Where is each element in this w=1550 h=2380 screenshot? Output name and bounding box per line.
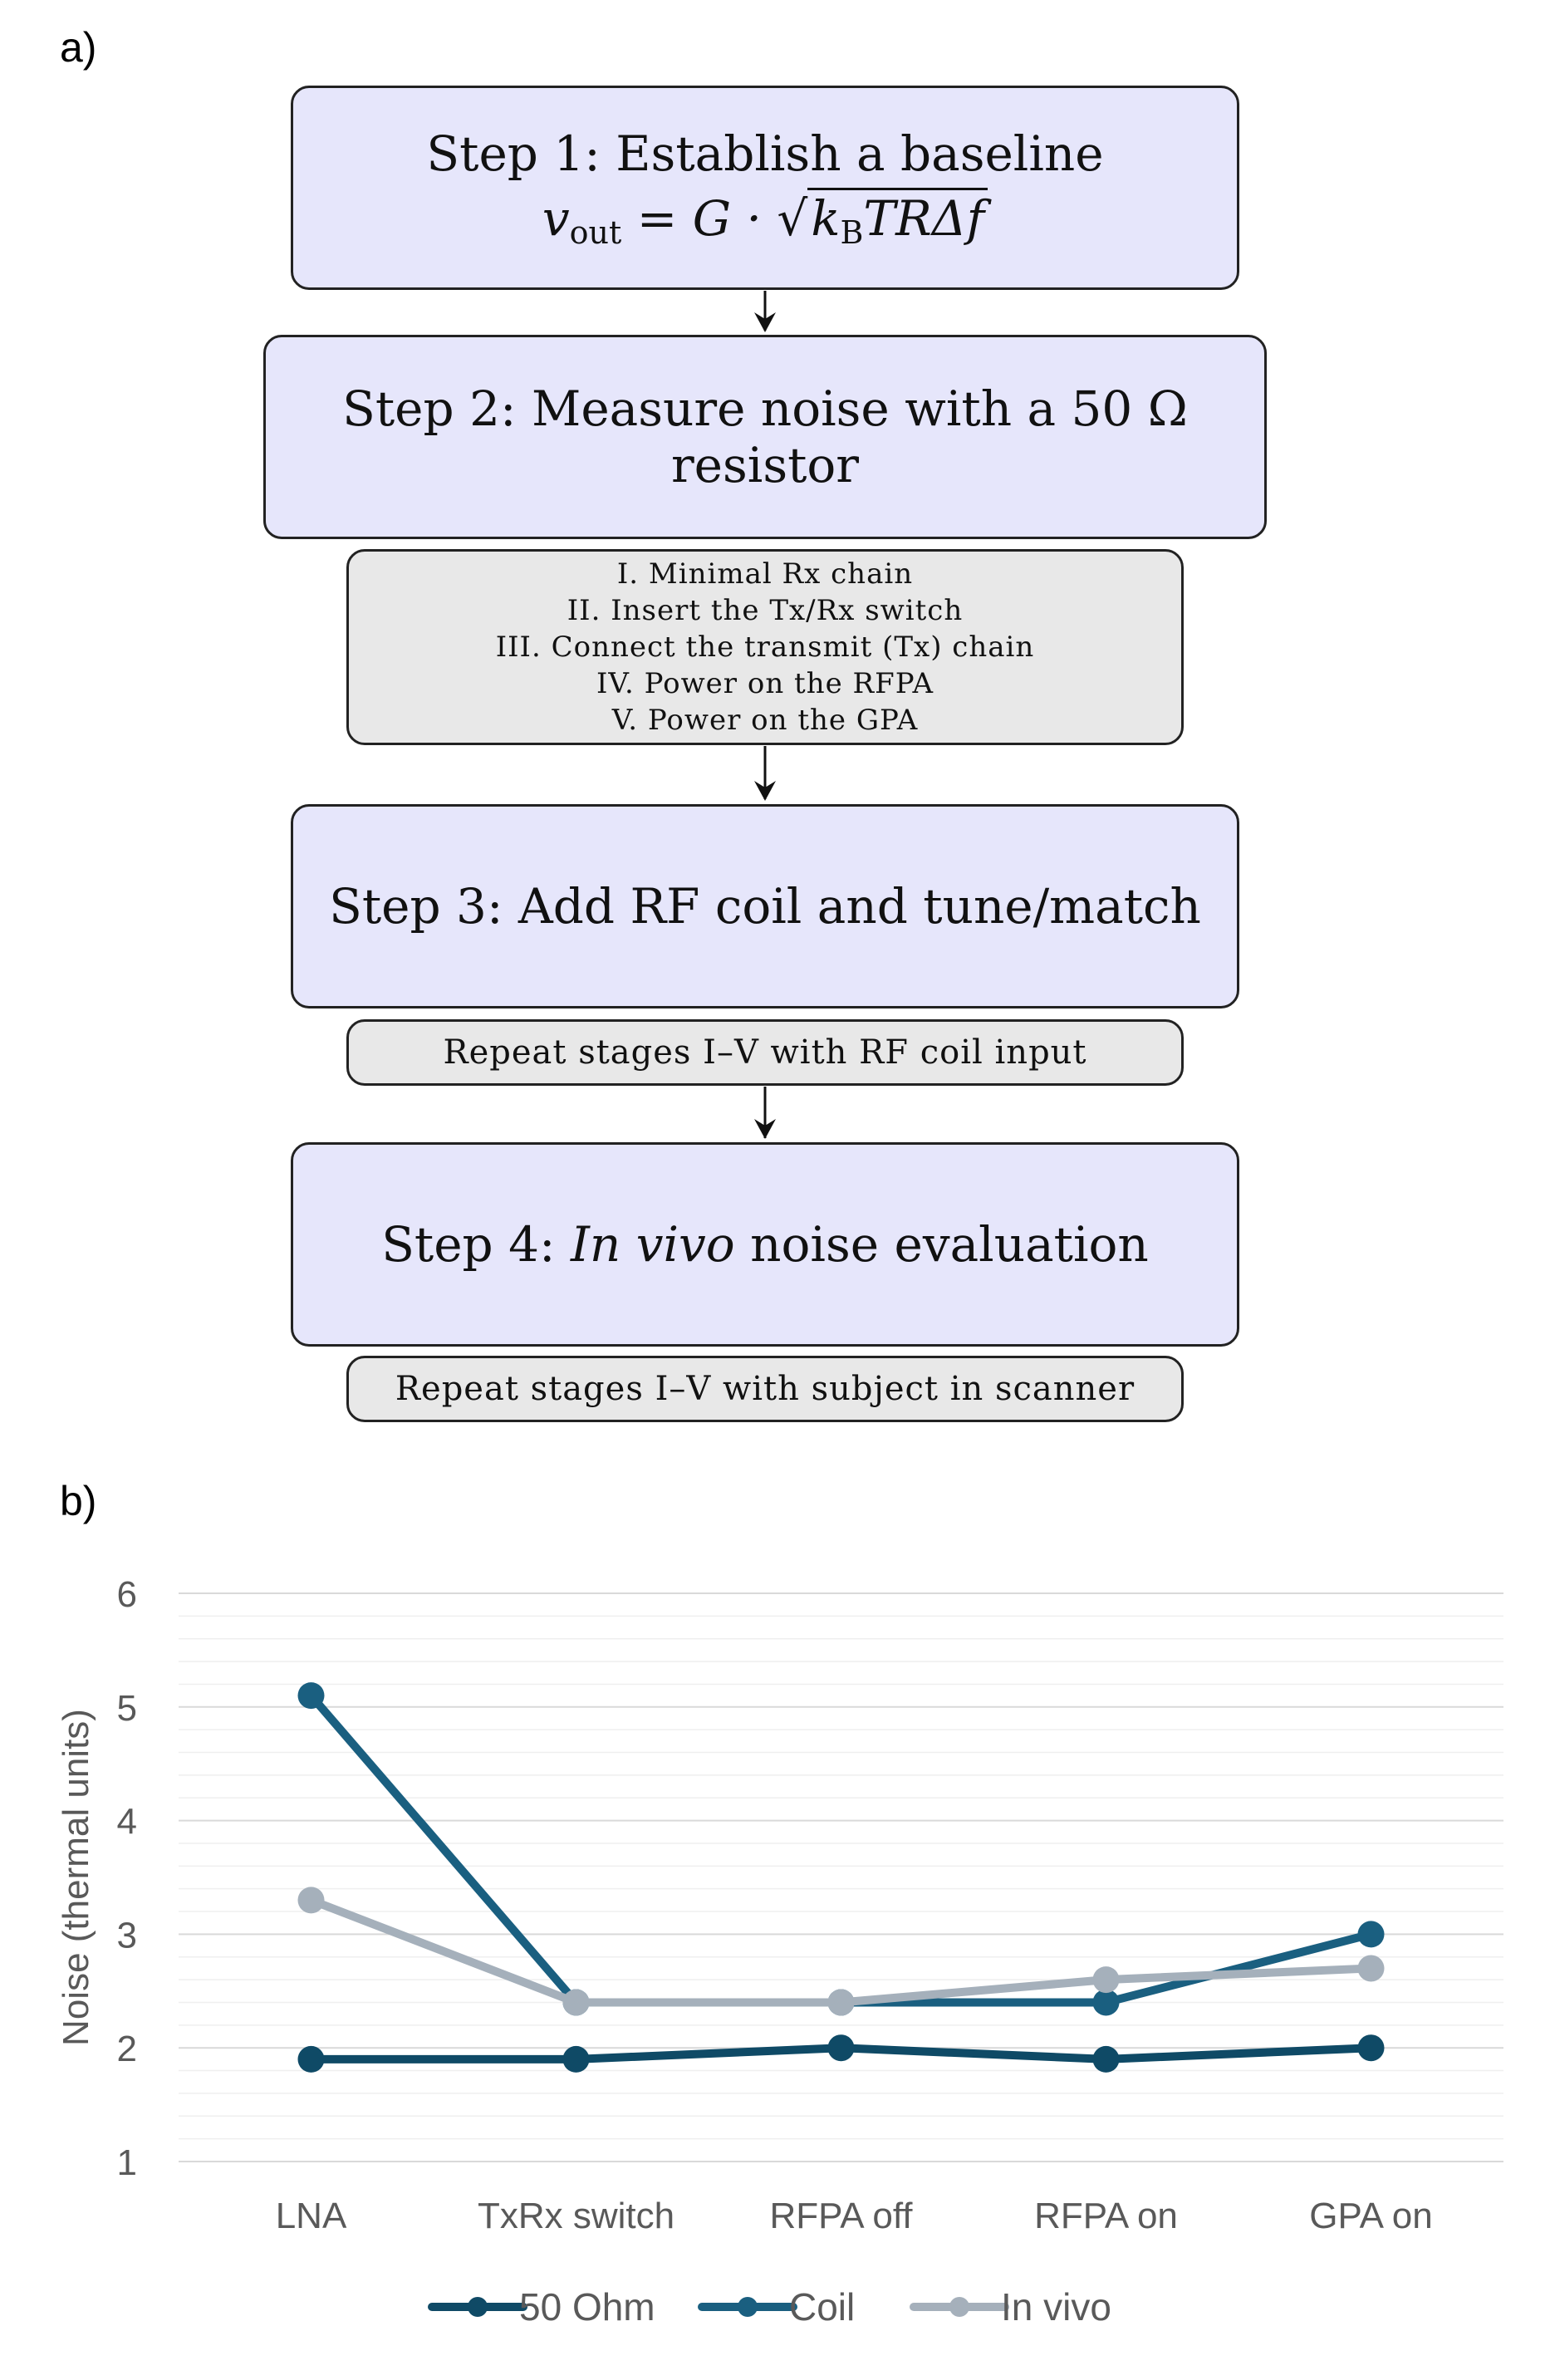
repeat4-text: Repeat stages I–V with subject in scanne… <box>395 1370 1136 1408</box>
y-tick-label: 4 <box>117 1802 137 1843</box>
y-axis-label: Noise (thermal units) <box>56 1709 96 2046</box>
stage-3: III. Connect the transmit (Tx) chain <box>495 631 1035 664</box>
legend-label: 50 Ohm <box>519 2285 655 2328</box>
step4-prefix: Step 4: <box>381 1216 571 1273</box>
legend-label: In vivo <box>1001 2285 1111 2328</box>
panel-a-label: a) <box>60 24 97 71</box>
formula-radicand: kBTRΔf <box>807 187 988 251</box>
legend-label: Coil <box>789 2285 855 2328</box>
series-line-2 <box>307 1896 1376 2007</box>
x-tick-label: RFPA on <box>1034 2196 1178 2236</box>
data-point <box>1357 1955 1385 1982</box>
arrow-3-head <box>754 1119 776 1139</box>
step1-box: Step 1: Establish a baseline vout = G · … <box>291 86 1239 290</box>
repeat3-text: Repeat stages I–V with RF coil input <box>443 1033 1087 1072</box>
stage-4: IV. Power on the RFPA <box>596 667 934 700</box>
data-point <box>827 1989 855 2016</box>
data-point <box>827 2034 855 2062</box>
data-point <box>1357 1921 1385 1948</box>
data-point <box>1092 2045 1120 2073</box>
repeat4-box: Repeat stages I–V with subject in scanne… <box>346 1356 1184 1422</box>
x-tick-label: GPA on <box>1309 2196 1432 2236</box>
panel-b-label: b) <box>60 1478 97 1524</box>
arrow-2-head <box>754 781 776 801</box>
step4-box: Step 4: In vivo noise evaluation <box>291 1142 1239 1347</box>
arrow-1-head <box>754 312 776 332</box>
y-tick-label: 2 <box>117 2029 137 2069</box>
step1-title: Step 1: Establish a baseline <box>426 125 1104 182</box>
formula-eq: = G · √ <box>636 189 808 247</box>
y-tick-label: 1 <box>117 2142 137 2183</box>
step3-title: Step 3: Add RF coil and tune/match <box>329 878 1201 935</box>
y-tick-label: 6 <box>117 1574 137 1615</box>
stage-1: I. Minimal Rx chain <box>616 557 914 591</box>
x-tick-label: TxRx switch <box>478 2196 674 2236</box>
formula-lhs: vout <box>542 189 622 251</box>
x-tick-label: RFPA off <box>769 2196 913 2236</box>
data-point <box>297 1887 325 1914</box>
legend-swatch-marker <box>738 2297 758 2317</box>
step4-italic: In vivo <box>571 1216 735 1273</box>
step1-formula: vout = G · √kBTRΔf <box>542 187 988 251</box>
data-point <box>1357 2034 1385 2062</box>
legend-swatch-marker <box>468 2297 488 2317</box>
stage-2: II. Insert the Tx/Rx switch <box>567 594 964 627</box>
step2-title: Step 2: Measure noise with a 50 Ω resist… <box>342 380 1188 493</box>
step2-box: Step 2: Measure noise with a 50 Ω resist… <box>263 335 1267 539</box>
stage-5: V. Power on the GPA <box>611 704 919 737</box>
data-point <box>562 2045 590 2073</box>
legend-swatch-marker <box>949 2297 969 2317</box>
x-tick-label: LNA <box>276 2196 347 2236</box>
data-point <box>562 1989 590 2016</box>
step4-suffix: noise evaluation <box>734 1216 1149 1273</box>
data-point <box>1092 1989 1120 2016</box>
repeat3-box: Repeat stages I–V with RF coil input <box>346 1019 1184 1086</box>
flow-arrows <box>754 291 776 1139</box>
data-point <box>297 1682 325 1710</box>
data-point <box>297 2045 325 2073</box>
y-tick-label: 5 <box>117 1688 137 1729</box>
step4-title: Step 4: In vivo noise evaluation <box>381 1216 1149 1273</box>
data-point <box>1092 1966 1120 1994</box>
y-tick-label: 3 <box>117 1915 137 1956</box>
stages-box: I. Minimal Rx chain II. Insert the Tx/Rx… <box>346 549 1184 745</box>
step3-box: Step 3: Add RF coil and tune/match <box>291 804 1239 1008</box>
